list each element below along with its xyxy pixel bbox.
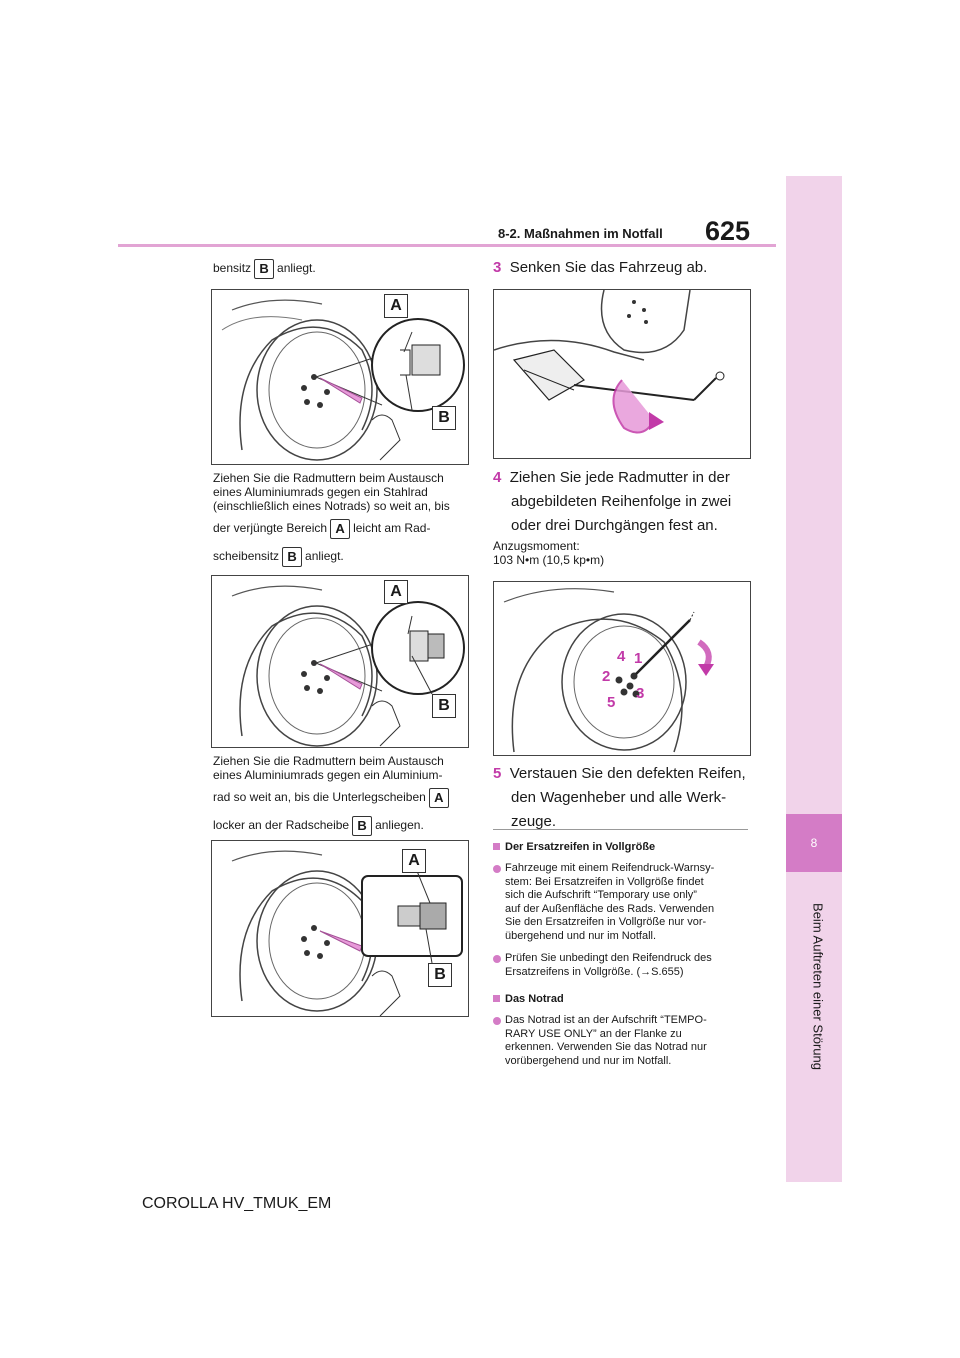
chapter-title: Beim Auftreten einer Störung [810, 903, 826, 1070]
callout-a: A [384, 294, 408, 318]
footer-model: COROLLA HV_TMUK_EM [142, 1195, 332, 1212]
paragraph-steel: Ziehen Sie die Radmuttern beim Austausch… [213, 471, 473, 567]
paragraph-aluminium: Ziehen Sie die Radmuttern beim Austausch… [213, 754, 473, 836]
torque-value: 103 N•m (10,5 kp•m) [493, 553, 605, 567]
chapter-title-tab: Beim Auftreten einer Störung [808, 887, 826, 1087]
step-text: Senken Sie das Fahrzeug ab. [509, 259, 708, 276]
bullet-line: RARY USE ONLY” an der Flanke zu [505, 1027, 682, 1040]
heading-text: Das Notrad [505, 993, 564, 1005]
order-number-3: 3 [636, 685, 645, 702]
callout-b: B [428, 963, 452, 987]
wheel-illustration [231, 850, 463, 1016]
bullet-line: auf der Außenfläche des Rads. Verwenden [505, 902, 715, 915]
intro-text-end: anliegt. [277, 261, 316, 276]
bullet-line: übergehend und nur im Notfall. [505, 929, 657, 942]
para-text: der verjüngte Bereich [213, 521, 328, 536]
bullet-line: sich die Aufschrift “Temporary use only” [505, 889, 697, 901]
bullet-line: Prüfen Sie unbedingt den Reifendruck des [505, 952, 712, 964]
note-bullet-2: Prüfen Sie unbedingt den Reifendruck des… [493, 952, 755, 979]
para-text: anliegt. [305, 549, 344, 564]
page-number: 625 [705, 216, 751, 246]
step-text: zeuge. [511, 813, 557, 830]
wheel-illustration [231, 585, 465, 747]
callout-a: A [402, 849, 426, 873]
step-5: 5 Verstauen Sie den defekten Reifen, den… [493, 762, 746, 834]
para-text: leicht am Rad- [353, 521, 431, 536]
order-number-4: 4 [617, 648, 626, 665]
step-text: abgebildeten Reihenfolge in zwei [511, 493, 732, 510]
para-text: scheibensitz [213, 549, 280, 564]
step-line: 5 Verstauen Sie den defekten Reifen, [493, 762, 746, 786]
notes-section: Der Ersatzreifen in Vollgröße Fahrzeuge … [493, 841, 755, 1068]
torque-spec: Anzugsmoment: 103 N•m (10,5 kp•m) [493, 539, 604, 567]
bullet-line: vorübergehend und nur im Notfall. [505, 1054, 672, 1067]
bullet-line: Fahrzeuge mit einem Reifendruck-Warnsy- [505, 862, 715, 874]
para-line: rad so weit an, bis die Unterlegscheiben… [213, 788, 473, 808]
step-number: 5 [493, 765, 502, 782]
torque-label: Anzugsmoment: [493, 539, 580, 553]
step-number: 4 [493, 469, 502, 486]
note-bullet-3: Das Notrad ist an der Aufschrift “TEMPO-… [493, 1014, 755, 1068]
para-text: rad so weit an, bis die Unterlegscheiben [213, 790, 426, 805]
bullet-line: stem: Bei Ersatzreifen in Vollgröße find… [505, 875, 704, 888]
order-number-2: 2 [602, 668, 611, 685]
step-text: oder drei Durchgängen fest an. [511, 517, 718, 534]
step-3: 3 Senken Sie das Fahrzeug ab. [493, 256, 707, 280]
note-heading-spare: Der Ersatzreifen in Vollgröße [493, 841, 755, 853]
callout-b: B [432, 694, 456, 718]
wheel-illustration [503, 588, 714, 753]
badge-b: B [282, 547, 303, 567]
wheel-illustration [221, 299, 465, 461]
square-bullet-icon [493, 843, 500, 850]
para-line: Ziehen Sie die Radmuttern beim Austausch [213, 754, 444, 768]
section-title: 8-2. Maßnahmen im Notfall [498, 226, 663, 241]
bullet-line: Ersatzreifens in Vollgröße. (→S.655) [505, 965, 684, 978]
step-text: Ziehen Sie jede Radmutter in der [509, 469, 730, 486]
bullet-dot-icon [493, 955, 501, 963]
bullet-line: Sie den Ersatzreifen in Vollgröße nur vo… [505, 916, 707, 928]
notes-divider [493, 829, 748, 830]
para-text: anliegen. [375, 818, 424, 833]
figure-tightening-order: 4 1 2 3 5 [493, 581, 751, 756]
note-heading-temporary: Das Notrad [493, 993, 755, 1005]
bullet-dot-icon [493, 865, 501, 873]
badge-a: A [428, 788, 449, 808]
step-text: den Wagenheber und alle Werk- [511, 789, 727, 806]
note-bullet-1: Fahrzeuge mit einem Reifendruck-Warnsy- … [493, 862, 755, 943]
para-line: eines Aluminiumrads gegen ein Stahlrad [213, 485, 428, 499]
para-line: (einschließlich eines Notrads) so weit a… [213, 499, 450, 513]
figure-wheel-steel: A B [211, 289, 469, 465]
chapter-number-tab: 8 [786, 814, 842, 872]
para-text: locker an der Radscheibe [213, 818, 350, 833]
badge-b: B [254, 259, 275, 279]
step-number: 3 [493, 259, 502, 276]
chapter-tab-strip [786, 176, 842, 1182]
bullet-line: Das Notrad ist an der Aufschrift “TEMPO- [505, 1014, 707, 1026]
step-4: 4 Ziehen Sie jede Radmutter in der abgeb… [493, 466, 731, 538]
figure-jack-lowering [493, 289, 751, 459]
heading-text: Der Ersatzreifen in Vollgröße [505, 841, 656, 853]
square-bullet-icon [493, 995, 500, 1002]
order-number-1: 1 [634, 650, 643, 667]
jack-illustration [494, 290, 725, 434]
badge-a: A [330, 519, 351, 539]
step-line: 4 Ziehen Sie jede Radmutter in der [493, 466, 731, 490]
callout-a: A [384, 580, 408, 604]
order-number-5: 5 [607, 694, 616, 711]
step-text: Verstauen Sie den defekten Reifen, [509, 765, 746, 782]
header-rule [118, 244, 776, 247]
figure-wheel-aluminium: A B [211, 575, 469, 748]
bullet-line: erkennen. Verwenden Sie das Notrad nur [505, 1041, 707, 1053]
intro-text: bensitz [213, 261, 252, 276]
bullet-dot-icon [493, 1017, 501, 1025]
badge-b: B [352, 816, 373, 836]
para-line: Ziehen Sie die Radmuttern beim Austausch [213, 471, 444, 485]
figure-wheel-washer: A B [211, 840, 469, 1017]
para-line: eines Aluminiumrads gegen ein Aluminium- [213, 768, 443, 782]
callout-b: B [432, 406, 456, 430]
